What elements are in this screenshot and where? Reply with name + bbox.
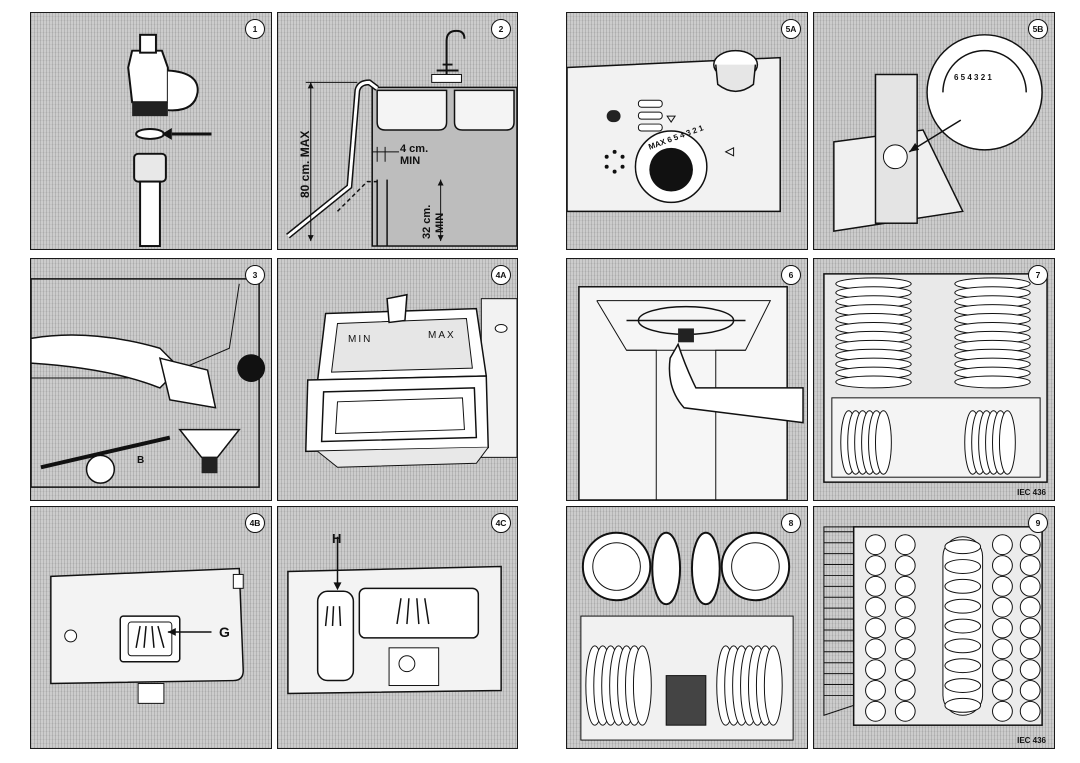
panel-2-drain-height: 80 cm. MAX 4 cm. MIN 32 cm. MIN 2 [277,12,518,250]
panel-4b-detergent-dispenser: G 4B [30,506,272,749]
panel-5b-dial-detail: 6 5 4 3 2 1 5B [813,12,1055,250]
panel-5a-salt-selector: MAX 6 5 4 3 2 1 5A [566,12,808,250]
panel-number-badge: 4A [491,265,511,285]
low-unit-label: MIN [434,212,446,233]
gap-unit-label: MIN [400,155,421,167]
panel-7-lower-rack-plates: IEC 436 7 [813,258,1055,501]
prewash-compartment-illustration [287,536,502,695]
gap-value-label: 4 cm. [400,143,429,155]
panel-number-badge: 8 [781,513,801,533]
panel-number-badge: 5B [1028,19,1048,39]
panel-number-badge: 6 [781,265,801,285]
label-g: G [219,624,230,640]
panel-number-badge: 4C [491,513,511,533]
panel-6-spray-arm: 6 [566,258,808,501]
iec-reference: IEC 436 [1017,488,1046,497]
panel-number-badge: 9 [1028,513,1048,533]
label-b: B [137,455,145,466]
low-value-label: 32 cm. [421,204,433,239]
pans-and-plates-illustration [580,531,794,741]
height-max-label: 80 cm. MAX [298,130,312,198]
lower-rack-plates-illustration [823,273,1048,483]
upper-rack-cups-illustration [823,526,1043,726]
salt-funnel-illustration [31,278,266,488]
dial-scale-text: 6 5 4 3 2 1 [954,73,992,82]
panel-number-badge: 3 [245,265,265,285]
panel-9-upper-rack-cups: IEC 436 9 [813,506,1055,749]
tub-spray-arm-illustration [578,286,804,500]
panel-number-badge: 4B [245,513,265,533]
panel-1-tap-connection: 1 [30,12,272,250]
softener-dial-illustration [567,49,781,213]
panel-8-loading-pans: 8 [566,506,808,749]
sink-drain-illustration [286,29,517,247]
panel-number-badge: 5A [781,19,801,39]
dial-detail-illustration [833,34,1043,233]
iec-reference: IEC 436 [1017,736,1046,745]
dispenser-open-illustration [305,293,517,468]
panel-3-salt-loading: B 3 [30,258,272,501]
panel-4c-prewash-compartment: H 4C [277,506,518,749]
detergent-dispenser-illustration [50,567,244,704]
tap-hose-illustration [127,33,212,248]
panel-4a-rinse-aid-dispenser: MAX MIN 4A [277,258,518,501]
label-h: H [332,531,342,546]
panel-number-badge: 7 [1028,265,1048,285]
label-max: MAX [428,330,456,341]
panel-number-badge: 2 [491,19,511,39]
panel-number-badge: 1 [245,19,265,39]
label-min: MIN [348,334,373,345]
